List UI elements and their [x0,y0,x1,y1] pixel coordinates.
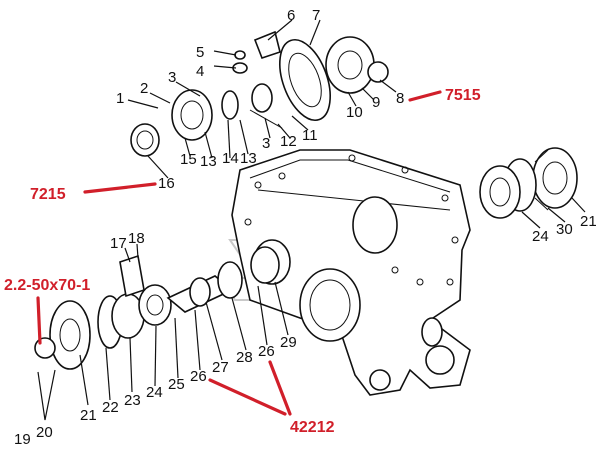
callout-4: 4 [196,63,204,80]
callout-29: 29 [280,334,297,351]
callout-2: 2 [140,80,148,97]
differential-assembly [130,30,389,157]
callout-8: 8 [396,90,404,107]
callout-26-upper: 26 [258,343,275,360]
callout-14: 14 [222,150,239,167]
callout-11: 11 [302,127,318,144]
callout-23: 23 [124,392,141,409]
callout-3-lower: 3 [262,135,270,152]
callout-5: 5 [196,44,204,61]
callout-24-right: 24 [532,228,549,245]
part-code-7215: 7215 [30,186,66,203]
callout-24-lower: 24 [146,384,163,401]
callout-13-left: 13 [200,153,217,170]
right-bearing-assembly [479,147,578,219]
callout-26-lower: 26 [190,368,207,385]
callout-17: 17 [110,235,127,252]
input-shaft-assembly [34,246,280,370]
part-code-7515: 7515 [445,87,481,104]
red-pointer-lines [36,90,442,416]
callout-labels: 1 2 3 5 4 6 7 8 9 10 11 12 3 13 14 13 15… [14,7,597,448]
leader-lines [37,19,586,421]
callout-20: 20 [36,424,53,441]
callout-30: 30 [556,221,573,238]
gearbox-housing [231,149,471,396]
callout-21-right: 21 [580,213,597,230]
part-code-labels: 7515 7215 2.2-50x70-1 42212 [4,87,481,436]
callout-28: 28 [236,349,253,366]
callout-3-upper: 3 [168,69,176,86]
part-code-seal: 2.2-50x70-1 [4,277,90,294]
callout-15: 15 [180,151,197,168]
callout-6: 6 [287,7,295,24]
callout-7: 7 [312,7,320,24]
part-code-42212: 42212 [290,419,335,436]
callout-27: 27 [212,359,229,376]
callout-19: 19 [14,431,31,448]
callout-16: 16 [158,175,175,192]
callout-22: 22 [102,399,119,416]
callout-21-lower: 21 [80,407,97,424]
callout-25: 25 [168,376,185,393]
callout-12: 12 [280,133,297,150]
callout-18: 18 [128,230,145,247]
callout-9: 9 [372,94,380,111]
callout-10: 10 [346,104,363,121]
callout-13-right: 13 [240,150,257,167]
callout-1: 1 [116,90,124,107]
